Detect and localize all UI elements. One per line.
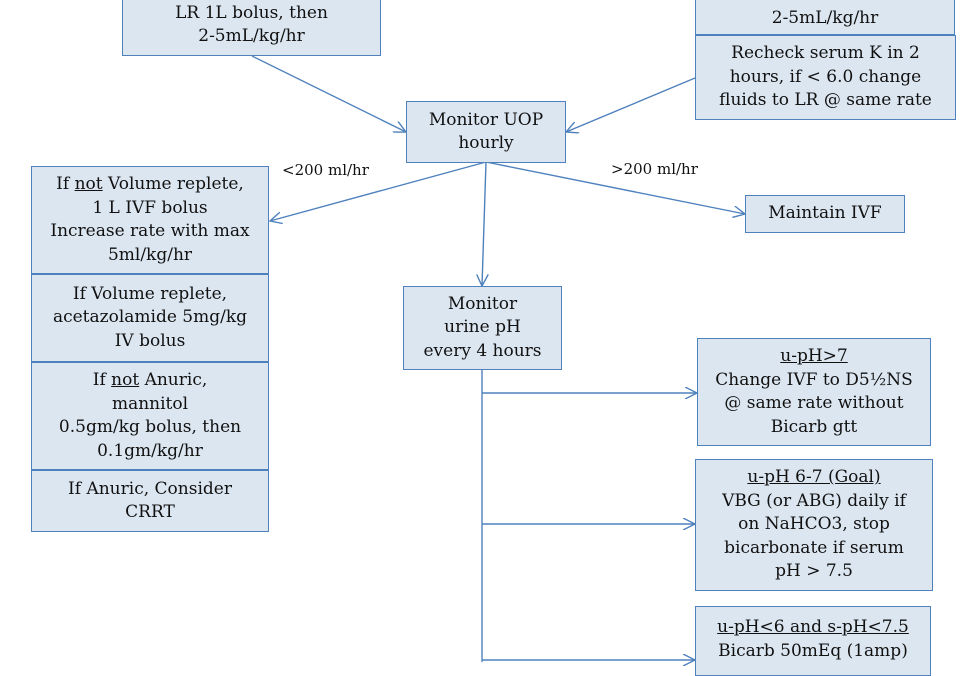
- node-text: mannitol: [111, 393, 189, 414]
- node-text: LR 1L bolus, then: [175, 2, 328, 23]
- monitor-uop-node: Monitor UOP hourly: [406, 101, 566, 163]
- high-uop-label: >200 ml/hr: [611, 160, 698, 178]
- uph-below-6-node: u-pH<6 and s-pH<7.5 Bicarb 50mEq (1amp): [695, 606, 931, 676]
- node-text: Change IVF to D5½NS: [715, 369, 913, 390]
- node-text: Bicarb gtt: [770, 416, 858, 437]
- node-text: 2-5mL/kg/hr: [198, 26, 305, 46]
- monitor-urine-ph-node: Monitor urine pH every 4 hours: [403, 286, 562, 370]
- node-text: CRRT: [125, 502, 175, 522]
- node-heading: u-pH<6 and s-pH<7.5: [717, 617, 909, 637]
- node-text: bicarbonate if serum: [724, 537, 904, 558]
- connector-layer: [251, 55, 980, 662]
- node-text: Maintain IVF: [768, 203, 882, 224]
- node-text: Increase rate with max: [50, 221, 250, 241]
- not-volume-replete-node: If not Volume replete, 1 L IVF bolus Inc…: [31, 166, 269, 274]
- node-text: pH > 7.5: [775, 561, 853, 582]
- node-text: acetazolamide 5mg/kg: [52, 307, 248, 328]
- node-text: If not Volume replete,: [56, 174, 244, 194]
- edge-recheck-to-monitor-uop: [566, 77, 696, 132]
- node-text: Monitor UOP: [428, 109, 544, 130]
- node-text: If not Anuric,: [92, 370, 208, 390]
- node-text: @ same rate without: [724, 393, 904, 413]
- low-uop-label: <200 ml/hr: [282, 161, 369, 179]
- edge-uop-to-maintain-ivf: [485, 161, 745, 214]
- node-text: 5ml/kg/hr: [107, 244, 193, 265]
- node-text: 0.1gm/kg/hr: [97, 440, 203, 461]
- node-text: If Volume replete,: [72, 283, 228, 304]
- node-text: fluids to LR @ same rate: [719, 90, 932, 111]
- node-text: Recheck serum K in 2: [731, 43, 920, 64]
- edge-uop-to-monitor-ph: [482, 161, 486, 286]
- volume-replete-node: If Volume replete, acetazolamide 5mg/kg …: [31, 274, 269, 362]
- uph-goal-node: u-pH 6-7 (Goal) VBG (or ABG) daily if on…: [695, 459, 933, 591]
- node-text: urine pH: [444, 317, 521, 338]
- lr-bolus-node: LR 1L bolus, then 2-5mL/kg/hr: [122, 0, 381, 56]
- node-text: 0.5gm/kg bolus, then: [58, 417, 242, 437]
- node-heading: u-pH>7: [780, 346, 848, 366]
- uph-above-7-node: u-pH>7 Change IVF to D5½NS @ same rate w…: [697, 338, 931, 446]
- recheck-potassium-node: Recheck serum K in 2 hours, if < 6.0 cha…: [695, 35, 956, 120]
- top-right-partial-node: 2-5mL/kg/hr: [695, 0, 955, 35]
- node-text: hourly: [458, 133, 514, 153]
- node-text: VBG (or ABG) daily if: [722, 490, 906, 511]
- node-text: If Anuric, Consider: [68, 478, 232, 499]
- node-text: 1 L IVF bolus: [92, 197, 208, 218]
- node-text: 2-5mL/kg/hr: [771, 7, 879, 28]
- anuric-node: If Anuric, Consider CRRT: [31, 470, 269, 532]
- not-anuric-node: If not Anuric, mannitol 0.5gm/kg bolus, …: [31, 362, 269, 470]
- maintain-ivf-node: Maintain IVF: [745, 195, 905, 233]
- edge-uop-to-not-replete: [270, 161, 487, 221]
- edge-lr-to-monitor-uop: [251, 55, 406, 132]
- node-text: every 4 hours: [423, 340, 542, 361]
- node-text: Monitor: [447, 293, 518, 314]
- node-text: Bicarb 50mEq (1amp): [718, 640, 908, 661]
- node-text: hours, if < 6.0 change: [729, 66, 922, 87]
- node-text: on NaHCO3, stop: [738, 514, 890, 535]
- node-heading: u-pH 6-7 (Goal): [747, 467, 881, 488]
- node-text: IV bolus: [114, 330, 186, 351]
